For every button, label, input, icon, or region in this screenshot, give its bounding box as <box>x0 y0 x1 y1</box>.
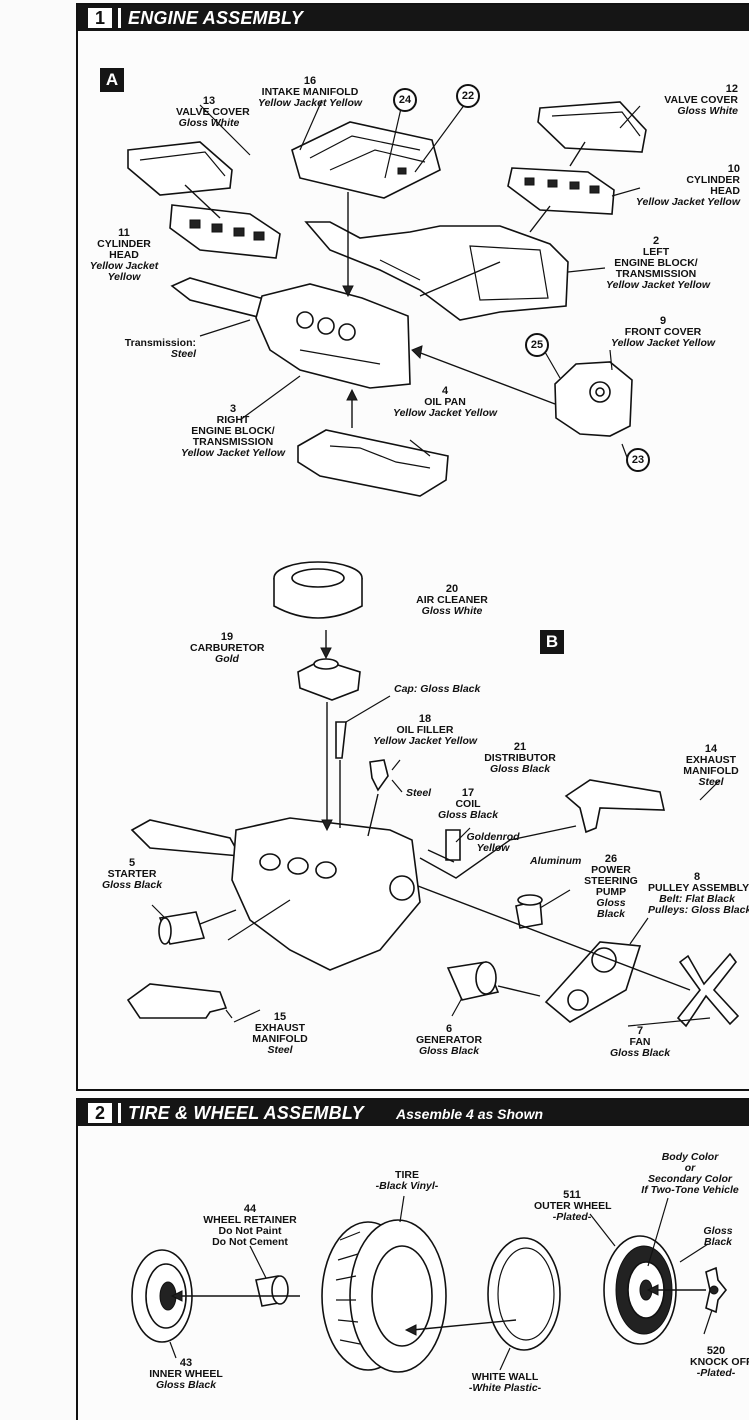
section-title: ENGINE ASSEMBLY <box>128 8 304 28</box>
step-a-label: A <box>100 68 124 92</box>
generator-part <box>446 961 500 1001</box>
exhaust-manifold-15-part <box>126 983 228 1019</box>
valve-cover-12-part <box>537 101 647 153</box>
label-white-wall: WHITE WALL-White Plastic- <box>468 1371 542 1394</box>
inner-wheel-part <box>131 1249 193 1343</box>
section-header-2: 2 TIRE & WHEEL ASSEMBLY Assemble 4 as Sh… <box>78 1100 749 1126</box>
power-steering-pump-part <box>515 894 543 929</box>
label-aluminum: Aluminum <box>530 855 582 867</box>
label-tire: TIRE-Black Vinyl- <box>375 1169 439 1192</box>
coil-part <box>445 829 461 861</box>
callout-23: 23 <box>626 448 650 472</box>
engine-assembled-part <box>130 817 421 971</box>
callout-22: 22 <box>456 84 480 108</box>
white-wall-part <box>487 1237 561 1351</box>
outer-wheel-part <box>603 1235 677 1345</box>
left-engine-block-part <box>304 221 569 321</box>
knock-off-part <box>705 1266 728 1314</box>
step-number: 1 <box>88 8 112 28</box>
valve-cover-13-part <box>127 141 233 196</box>
air-cleaner-part <box>273 561 363 619</box>
tire-part <box>321 1219 447 1373</box>
label-transmission: Transmission:Steel <box>124 337 196 360</box>
exhaust-manifold-14-part <box>564 779 666 834</box>
front-cover-part <box>554 361 633 437</box>
section-header: 1 ENGINE ASSEMBLY <box>78 5 749 31</box>
cylinder-head-11-part <box>169 204 281 259</box>
intake-manifold-16-part <box>291 121 441 199</box>
oil-pan-part <box>297 429 449 497</box>
section-title-2: TIRE & WHEEL ASSEMBLY <box>128 1103 364 1123</box>
label-steel: Steel <box>406 787 432 799</box>
section-subtitle-2: Assemble 4 as Shown <box>396 1106 544 1122</box>
starter-part <box>158 911 206 945</box>
step-b-label: B <box>540 630 564 654</box>
carburetor-part <box>297 658 361 701</box>
fan-part <box>676 952 740 1028</box>
callout-25: 25 <box>525 333 549 357</box>
label-cap: Cap: Gloss Black <box>394 683 481 695</box>
wheel-retainer-part <box>255 1275 289 1307</box>
callout-24: 24 <box>393 88 417 112</box>
distributor-part <box>369 759 389 792</box>
cylinder-head-10-part <box>507 167 615 215</box>
step-number-2: 2 <box>88 1103 112 1123</box>
right-engine-block-part <box>170 277 411 389</box>
